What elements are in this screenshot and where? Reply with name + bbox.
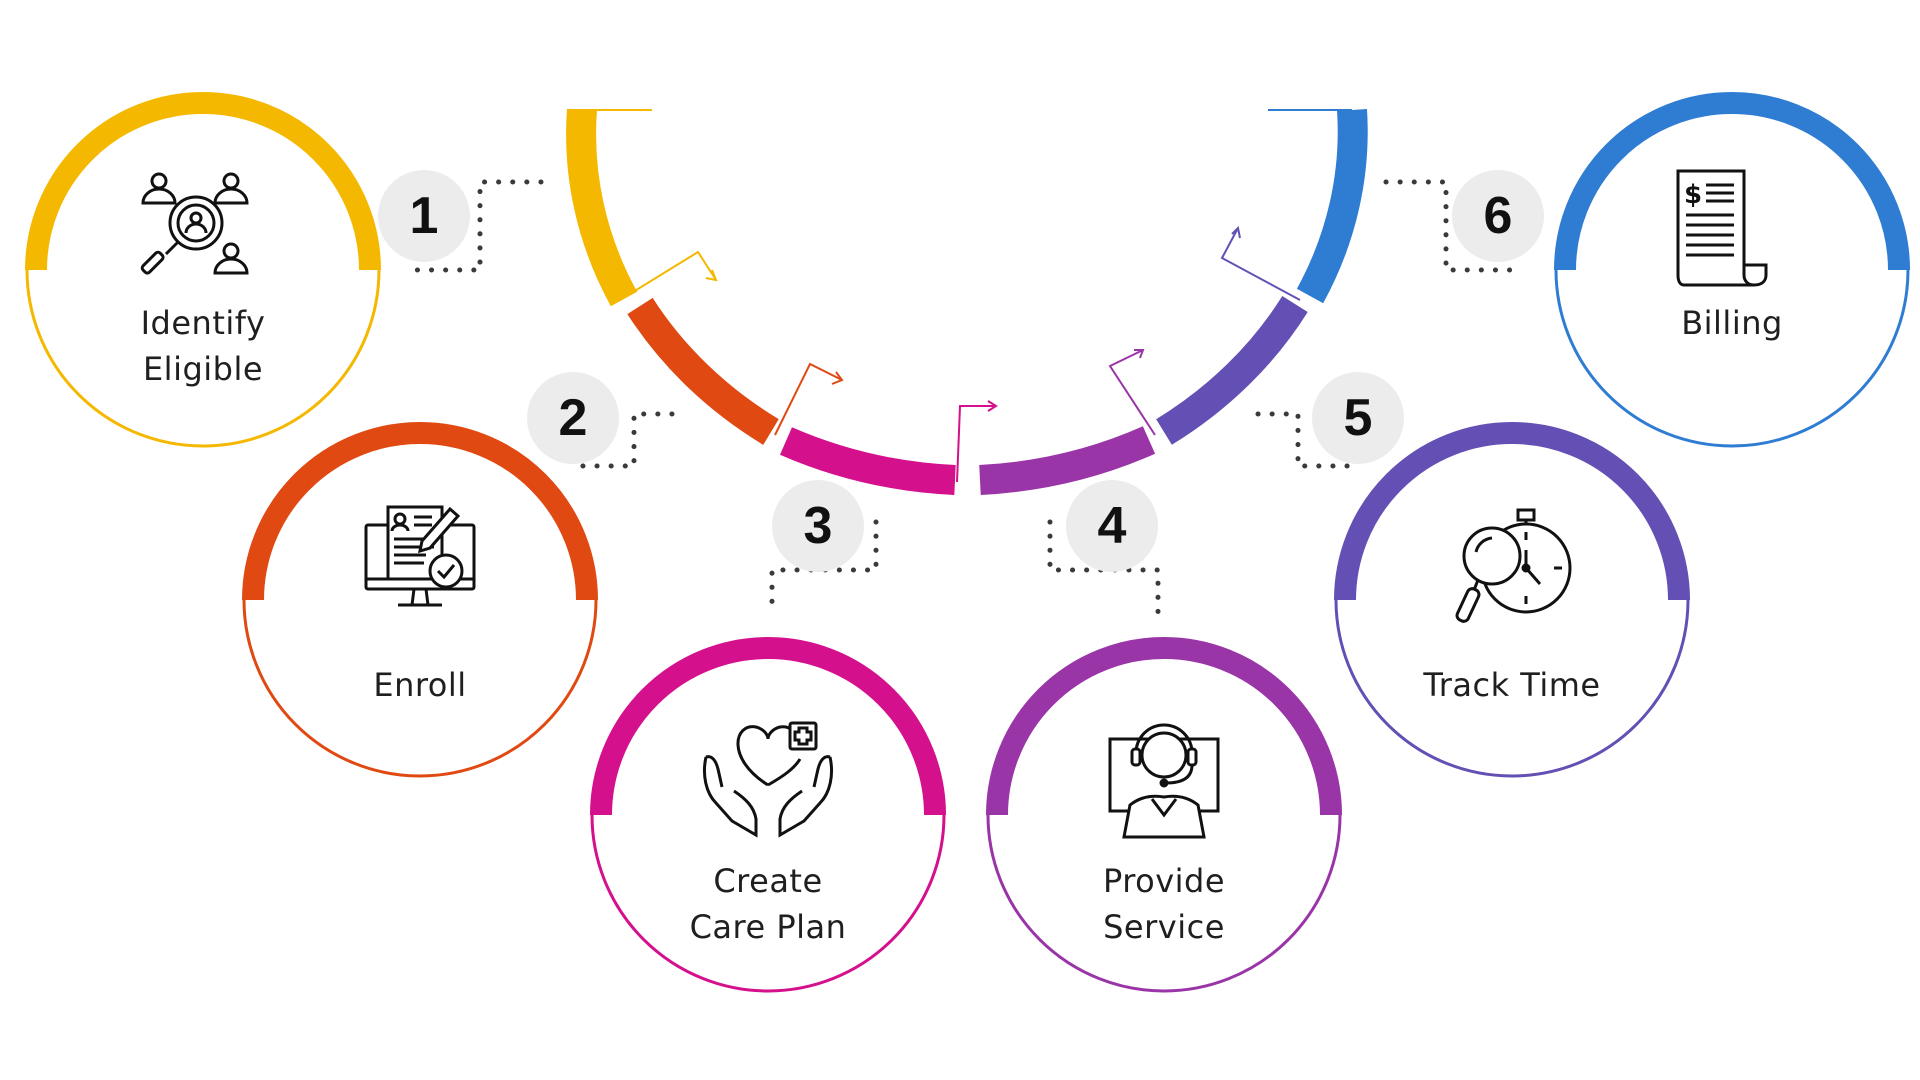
step-label-3-line-2: Care Plan xyxy=(689,908,847,946)
arrow-2-3 xyxy=(774,362,843,436)
step-number-badge-4: 4 xyxy=(1066,480,1158,572)
step-label-6-line-1: Billing xyxy=(1681,304,1783,342)
arrow-2-3-head xyxy=(831,371,844,385)
arrow-4-5 xyxy=(1108,349,1156,436)
step-number-badge-5: 5 xyxy=(1312,372,1404,464)
step-number-badge-2: 2 xyxy=(527,372,619,464)
step-label-5: Track Time xyxy=(1347,662,1677,708)
arrow-5-6 xyxy=(1220,227,1301,301)
step-label-2-line-1: Enroll xyxy=(373,666,467,704)
step-label-3: Create Care Plan xyxy=(603,858,933,950)
stopwatch-magnifier-icon xyxy=(1455,508,1572,623)
step-circle-1 xyxy=(25,92,381,448)
step-label-1-line-1: Identify xyxy=(140,304,266,342)
step-circle-3 xyxy=(590,637,946,993)
arrow-3-4-head xyxy=(987,400,998,412)
support-agent-headset-icon xyxy=(1108,723,1220,839)
connector-6 xyxy=(1383,179,1521,273)
svg-text:$: $ xyxy=(1684,180,1702,210)
arc-segment-1 xyxy=(566,108,638,307)
step-number-badge-6: 6 xyxy=(1452,170,1544,262)
arc-segment-3 xyxy=(779,427,956,495)
step-circle-6 xyxy=(1554,92,1910,448)
people-search-icon xyxy=(140,172,249,275)
arc-segment-6 xyxy=(1296,109,1368,304)
arc-transition-arrows xyxy=(619,225,1301,483)
step-number-badge-1: 1 xyxy=(378,170,470,262)
central-arc xyxy=(566,108,1368,495)
step-label-6: Billing xyxy=(1567,300,1897,346)
step-circle-2 xyxy=(242,422,598,778)
step-label-1-line-2: Eligible xyxy=(142,350,264,388)
step-label-3-line-1: Create xyxy=(713,862,823,900)
arrow-1-2 xyxy=(619,250,717,301)
arc-segment-2 xyxy=(627,297,779,445)
step-label-5-line-1: Track Time xyxy=(1423,666,1601,704)
step-label-1: Identify Eligible xyxy=(38,300,368,392)
arrow-4-5-head xyxy=(1134,349,1145,359)
connector-1 xyxy=(405,179,544,273)
arrow-3-4 xyxy=(956,405,996,483)
arrow-5-6-head xyxy=(1231,225,1241,239)
enrollment-form-monitor-icon xyxy=(364,505,476,607)
step-label-4-line-1: Provide xyxy=(1102,862,1226,900)
step-label-4: Provide Service xyxy=(999,858,1329,950)
step-label-4-line-2: Service xyxy=(1103,908,1225,946)
arc-segment-4 xyxy=(979,426,1156,495)
heart-hands-icon xyxy=(702,721,834,838)
invoice-dollar-icon: $ xyxy=(1676,169,1768,287)
arc-segment-5 xyxy=(1156,295,1308,445)
step-circle-4 xyxy=(986,637,1342,993)
step-number-badge-3: 3 xyxy=(772,480,864,572)
step-label-2: Enroll xyxy=(255,662,585,708)
step-circle-5 xyxy=(1334,422,1690,778)
arrow-1-2-head xyxy=(705,269,718,282)
